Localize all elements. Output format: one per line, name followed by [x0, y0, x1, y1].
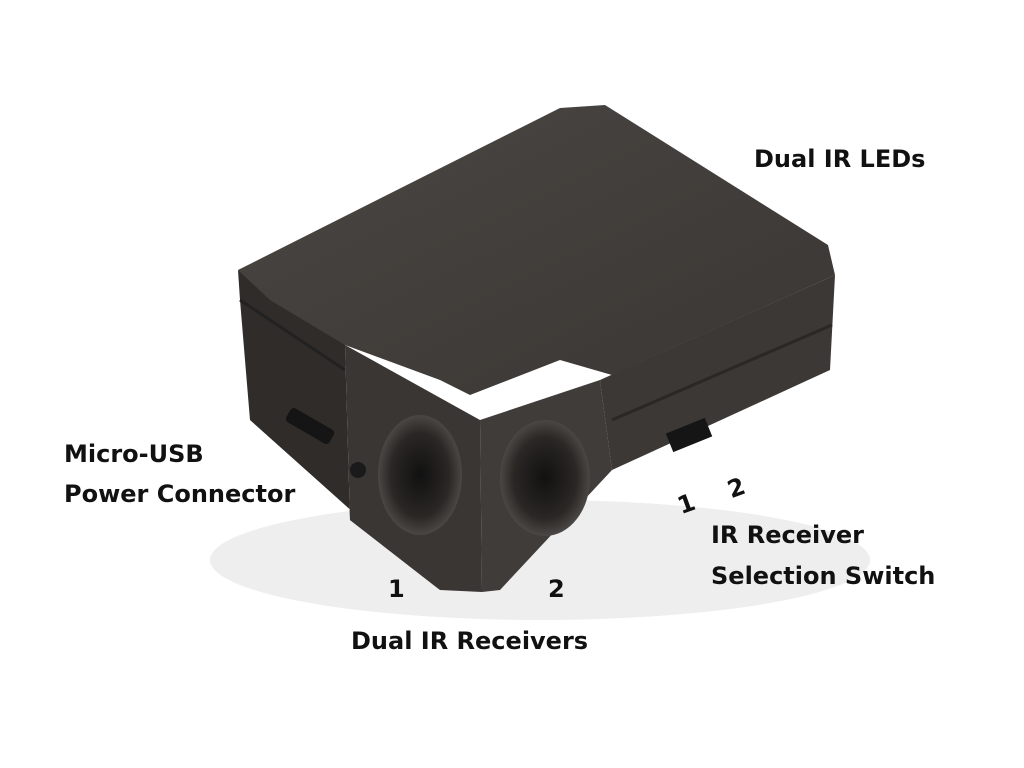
label-receiver-1: 1 [388, 575, 405, 603]
micro-usb-port [285, 408, 335, 444]
device-left-face [238, 270, 440, 590]
label-dual-ir-receivers: Dual IR Receivers [351, 627, 589, 655]
device-top-face [238, 105, 835, 395]
label-micro-usb: Micro-USB [64, 440, 204, 468]
device-right-face [600, 275, 835, 470]
label-selection-switch: Selection Switch [711, 562, 936, 590]
ir-receiver-2 [500, 420, 590, 536]
label-power-connector: Power Connector [64, 480, 296, 508]
label-receiver-2: 2 [548, 575, 565, 603]
label-ir-receiver: IR Receiver [711, 521, 865, 549]
selection-switch [665, 417, 713, 453]
label-dual-ir-leds: Dual IR LEDs [754, 145, 926, 173]
ir-receiver-1 [378, 415, 462, 535]
led-indicator [350, 462, 366, 478]
